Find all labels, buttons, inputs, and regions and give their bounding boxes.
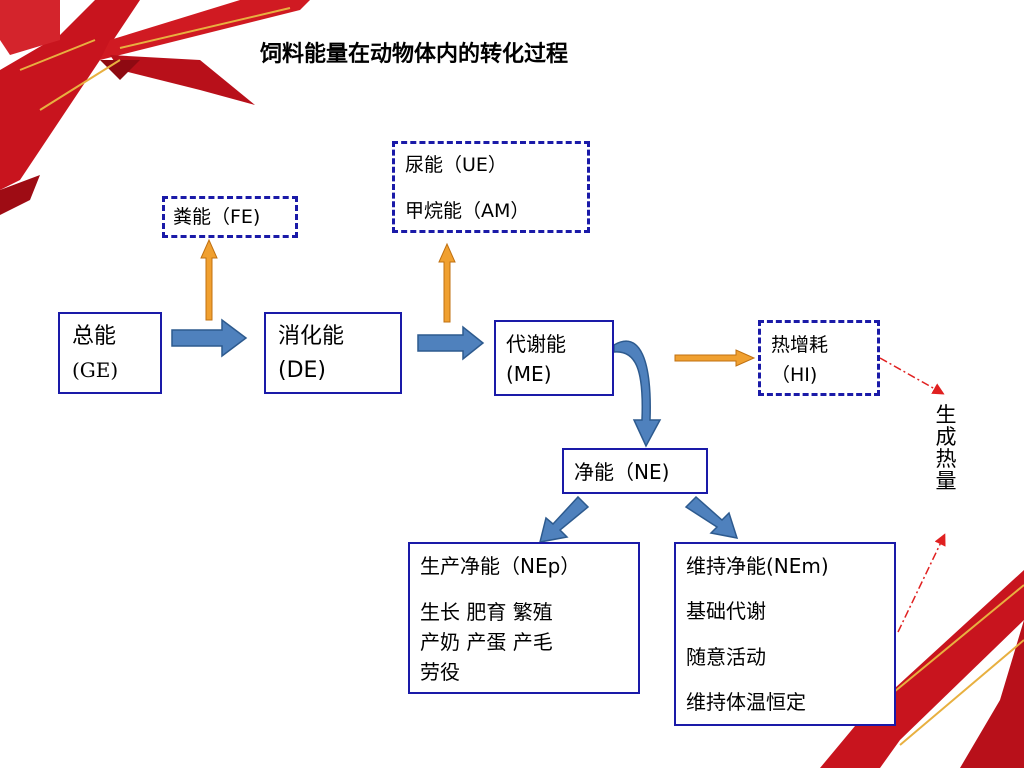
heat-line-nem xyxy=(897,533,946,633)
node-de: 消化能 (DE) xyxy=(264,312,402,394)
node-me-line2: (ME) xyxy=(506,362,552,386)
node-fe-label: 粪能（FE) xyxy=(173,206,261,228)
node-ue-am: 尿能（UE） 甲烷能（AM） xyxy=(392,141,590,233)
node-ge-line1: 总能 xyxy=(72,324,117,349)
node-nem-line1: 基础代谢 xyxy=(686,599,766,623)
node-ge: 总能 (GE) xyxy=(58,312,162,394)
node-nem-line2: 随意活动 xyxy=(686,645,766,669)
arrow-ge-to-de xyxy=(171,318,248,358)
arrow-me-to-ne xyxy=(613,340,662,448)
node-nep-line1: 生长 肥育 繁殖 xyxy=(420,600,553,624)
node-nep: 生产净能（NEp） 生长 肥育 繁殖 产奶 产蛋 产毛 劳役 xyxy=(408,542,640,694)
arrow-de-to-me xyxy=(417,325,485,361)
node-nem-title: 维持净能(NEm) xyxy=(686,554,829,578)
arrow-de-to-fe xyxy=(200,238,218,321)
node-fe: 粪能（FE) xyxy=(162,196,298,238)
node-hi-line2: （HI) xyxy=(771,364,818,386)
node-ne: 净能（NE) xyxy=(562,448,708,494)
arrow-ne-to-nep xyxy=(538,495,590,543)
arrow-ne-to-nem xyxy=(684,495,739,539)
node-nem-line3: 维持体温恒定 xyxy=(686,690,806,714)
side-label-char: 成 xyxy=(935,425,957,449)
node-de-line2: (DE) xyxy=(278,358,327,383)
arrow-me-to-hi xyxy=(674,349,756,367)
side-label-char: 生 xyxy=(935,403,957,427)
node-me: 代谢能 (ME) xyxy=(494,320,614,396)
node-nep-title: 生产净能（NEp） xyxy=(420,554,581,578)
node-am-line: 甲烷能（AM） xyxy=(405,200,530,222)
node-nep-line3: 劳役 xyxy=(420,660,460,684)
node-ge-line2: (GE) xyxy=(72,358,119,382)
node-hi: 热增耗 （HI) xyxy=(758,320,880,396)
node-hi-line1: 热增耗 xyxy=(771,334,829,356)
node-me-line1: 代谢能 xyxy=(506,332,566,356)
ribbon-top-left xyxy=(0,0,310,215)
side-label-heat: 生 成 热 量 xyxy=(934,404,958,492)
node-de-line1: 消化能 xyxy=(278,324,345,349)
node-nem: 维持净能(NEm) 基础代谢 随意活动 维持体温恒定 xyxy=(674,542,896,726)
arrow-me-to-ue xyxy=(438,242,456,323)
node-nep-line2: 产奶 产蛋 产毛 xyxy=(420,630,553,654)
side-label-char: 量 xyxy=(935,469,957,493)
node-ue-line: 尿能（UE） xyxy=(405,154,507,176)
page-title: 饲料能量在动物体内的转化过程 xyxy=(260,42,569,67)
side-label-char: 热 xyxy=(935,447,957,471)
heat-line-hi xyxy=(879,357,945,395)
node-ne-label: 净能（NE) xyxy=(574,460,670,484)
